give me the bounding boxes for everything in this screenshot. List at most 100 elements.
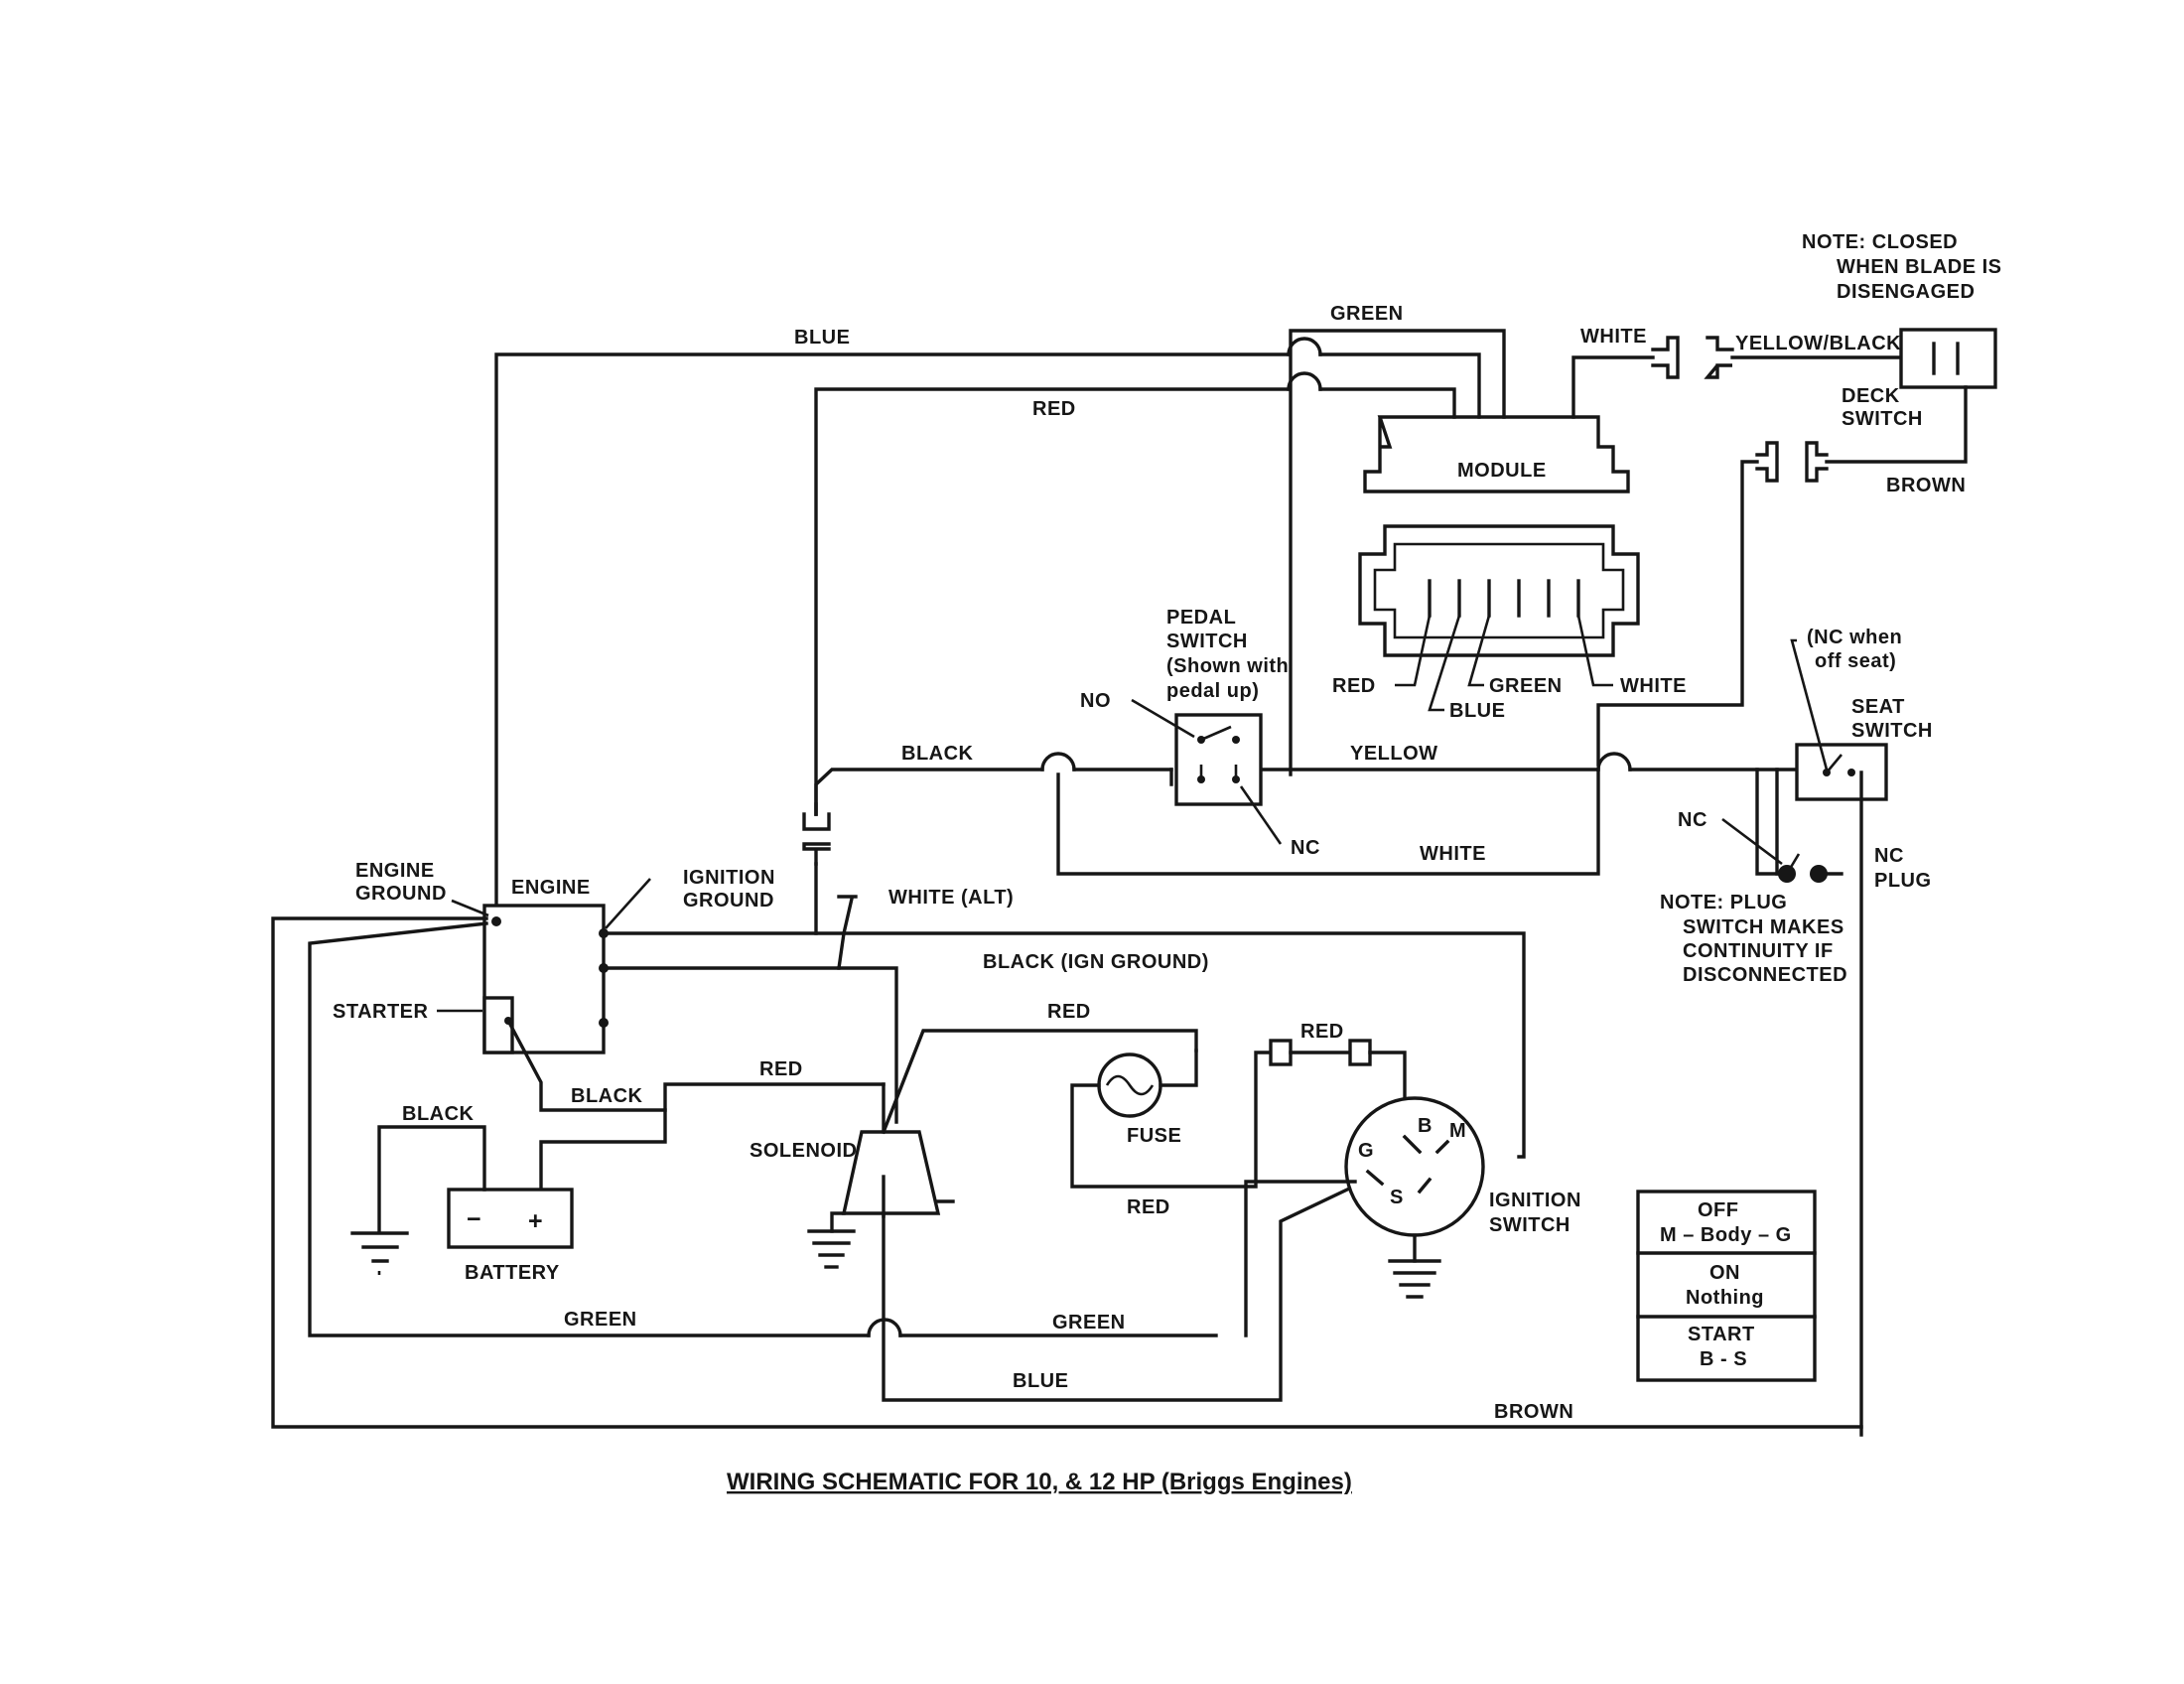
wire-label-black-ign: BLACK (IGN GROUND)	[983, 951, 1209, 973]
wire-green-top	[1289, 329, 1506, 776]
deck-switch-area: DECK SWITCH NOTE: CLOSED WHEN BLADE IS D…	[1580, 231, 2002, 767]
wire-white-module	[1571, 355, 1655, 419]
nc-plug-label-2: PLUG	[1874, 870, 1932, 892]
wire-label-red-battery: RED	[759, 1058, 803, 1080]
wire-blue-top	[494, 352, 1481, 915]
switch-state-table: OFF M – Body – G ON Nothing START B - S	[1636, 1190, 1817, 1382]
module-label: MODULE	[1457, 460, 1547, 482]
wire-red-top	[814, 387, 1456, 816]
terminal-g: G	[1358, 1140, 1374, 1162]
solenoid-label: SOLENOID	[750, 1140, 857, 1162]
pedal-switch-label-2: SWITCH	[1166, 631, 1248, 652]
terminal-s: S	[1390, 1187, 1404, 1208]
wire-white-alt	[602, 895, 858, 970]
middle-wiring: PEDAL SWITCH (Shown with pedal up) NO NC…	[802, 607, 1799, 935]
nc-plug-label-1: NC	[1874, 845, 1904, 867]
wire-label-brown-deck: BROWN	[1886, 475, 1966, 496]
solenoid-area: SOLENOID RED BLUE	[750, 1001, 1388, 1402]
wire-label-yellow-mid: YELLOW	[1350, 743, 1438, 765]
plug-nc-label: NC	[1678, 809, 1707, 831]
wire-black-ign	[602, 931, 1526, 1159]
battery-label: BATTERY	[465, 1262, 560, 1284]
pin-white-label: WHITE	[1620, 675, 1687, 697]
note-plug-1: NOTE: PLUG	[1660, 892, 1787, 913]
wire-label-green-right: GREEN	[1052, 1312, 1126, 1333]
battery-minus: −	[467, 1205, 481, 1233]
table-state-on: ON	[1709, 1262, 1740, 1284]
starter	[482, 996, 514, 1054]
engine-ground-label-2: GROUND	[355, 883, 447, 905]
seat-nc-note-2: off seat)	[1815, 650, 1896, 672]
wire-label-red-fuse: RED	[1300, 1021, 1344, 1043]
wire-label-yellow-black: YELLOW/BLACK	[1735, 333, 1901, 354]
pin-blue-label: BLUE	[1449, 700, 1505, 722]
wire-label-green-top: GREEN	[1330, 303, 1404, 325]
ignition-switch	[1344, 1096, 1485, 1237]
wire-label-red-fuse-bottom: RED	[1127, 1196, 1170, 1218]
engine-ground-label-1: ENGINE	[355, 860, 435, 882]
top-wiring	[494, 329, 1655, 915]
note-deck-3: DISENGAGED	[1837, 281, 1975, 303]
wire-label-white-module: WHITE	[1580, 326, 1647, 348]
starter-label: STARTER	[333, 1001, 429, 1023]
wire-label-brown-bottom: BROWN	[1494, 1401, 1573, 1423]
schematic-title: WIRING SCHEMATIC FOR 10, & 12 HP (Briggs…	[727, 1469, 1352, 1495]
wire-label-white-mid: WHITE	[1420, 843, 1486, 865]
engine-area: ENGINE ENGINE GROUND IGNITION GROUND STA…	[333, 860, 775, 1054]
ignition-switch-label-1: IGNITION	[1489, 1190, 1581, 1211]
module-connector: RED BLUE GREEN WHITE	[1332, 524, 1687, 722]
wire-blue-hop	[1287, 337, 1322, 356]
wire-red-hop	[1287, 371, 1322, 391]
seat-switch-area: (NC when off seat) SEAT SWITCH NC NC PLU…	[1660, 627, 1933, 1437]
terminal-b: B	[1418, 1115, 1433, 1137]
note-deck-1: NOTE: CLOSED	[1802, 231, 1958, 253]
seat-switch-label-1: SEAT	[1851, 696, 1905, 718]
seat-switch-label-2: SWITCH	[1851, 720, 1933, 742]
seat-nc-note-1: (NC when	[1807, 627, 1902, 648]
wire-label-red-solenoid: RED	[1047, 1001, 1091, 1023]
ignition-switch-label-2: SWITCH	[1489, 1214, 1570, 1236]
terminal-m: M	[1449, 1120, 1466, 1142]
wire-label-black-mid: BLACK	[901, 743, 974, 765]
wire-label-blue-top: BLUE	[794, 327, 850, 349]
table-state-off: OFF	[1698, 1199, 1739, 1221]
pedal-switch-label-1: PEDAL	[1166, 607, 1236, 629]
note-plug-4: DISCONNECTED	[1683, 964, 1847, 986]
note-deck-2: WHEN BLADE IS	[1837, 256, 2002, 278]
ignition-ground-label-1: IGNITION	[683, 867, 775, 889]
engine-label: ENGINE	[511, 877, 591, 899]
battery-area: − + BATTERY BLACK	[350, 1103, 574, 1284]
table-state-start: START	[1688, 1324, 1755, 1345]
pedal-switch	[1174, 713, 1263, 806]
wire-label-green-left: GREEN	[564, 1309, 637, 1331]
wire-label-black-battery: BLACK	[571, 1085, 643, 1107]
fuse-label: FUSE	[1127, 1125, 1181, 1147]
solenoid	[841, 1130, 941, 1215]
ignition-switch-area: B M G S IGNITION SWITCH	[1244, 1096, 1581, 1337]
deck-switch-label-1: DECK	[1842, 385, 1900, 407]
table-conn-start: B - S	[1700, 1348, 1747, 1370]
wire-label-white-alt: WHITE (ALT)	[888, 887, 1014, 909]
ignition-ground-label-2: GROUND	[683, 890, 774, 912]
battery-plus: +	[528, 1207, 543, 1235]
note-plug-3: CONTINUITY IF	[1683, 940, 1834, 962]
note-plug-2: SWITCH MAKES	[1683, 916, 1844, 938]
seat-switch	[1795, 743, 1888, 801]
wire-white-mid	[1056, 768, 1600, 876]
engine-wiring: WHITE (ALT) BLACK (IGN GROUND) GREEN GRE…	[271, 887, 1863, 1429]
table-conn-on: Nothing	[1686, 1287, 1764, 1309]
deck-switch	[1899, 328, 1997, 389]
pin-green-label: GREEN	[1489, 675, 1563, 697]
pedal-no-label: NO	[1080, 690, 1111, 712]
table-conn-off: M – Body – G	[1660, 1224, 1792, 1246]
wire-label-black-ground: BLACK	[402, 1103, 475, 1125]
module: MODULE	[1363, 415, 1630, 493]
wire-label-red-top: RED	[1032, 398, 1076, 420]
wire-black-mid	[814, 768, 1173, 816]
battery	[447, 1188, 574, 1249]
wire-label-blue-bottom: BLUE	[1013, 1370, 1068, 1392]
wire-yellow-hop	[1596, 752, 1632, 772]
deck-switch-label-2: SWITCH	[1842, 408, 1923, 430]
fuse-area: FUSE RED RED	[1070, 1021, 1407, 1218]
